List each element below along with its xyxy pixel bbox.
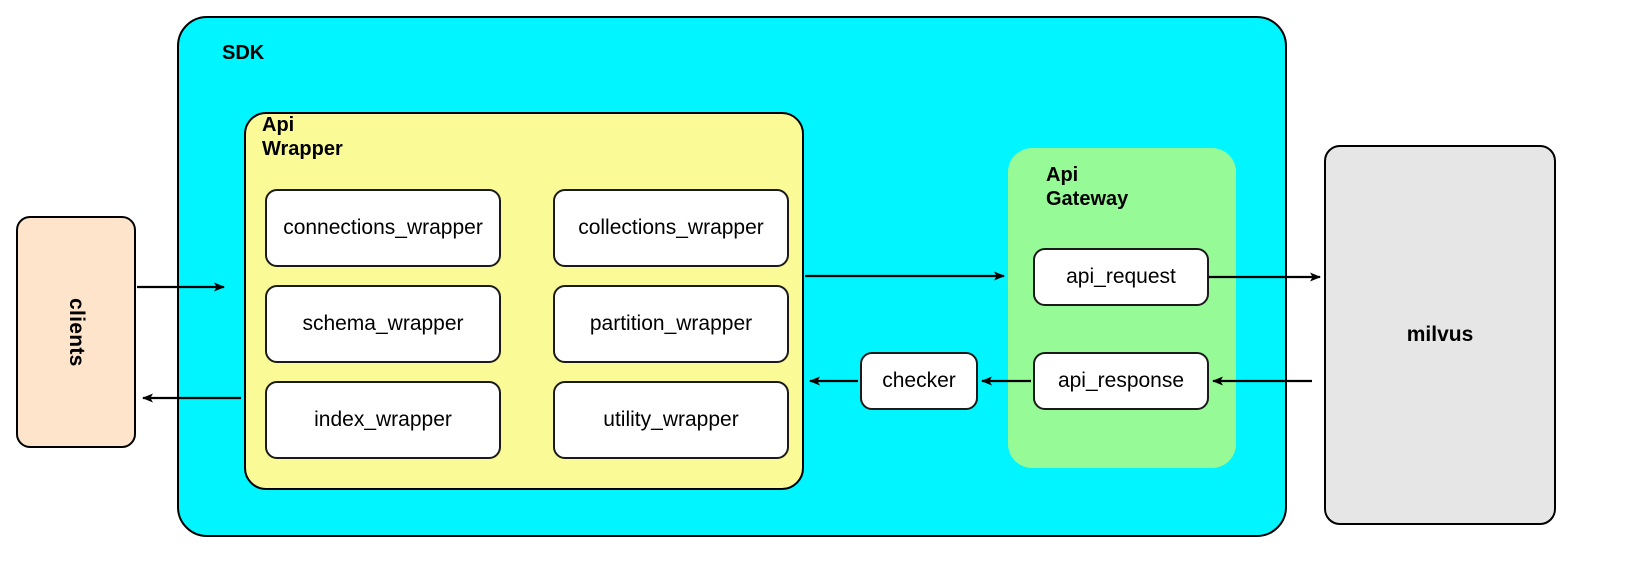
api-gateway-container xyxy=(1008,148,1236,468)
chip-partition-wrapper[interactable]: partition_wrapper xyxy=(553,285,789,363)
chip-schema-wrapper[interactable]: schema_wrapper xyxy=(265,285,501,363)
node-checker[interactable]: checker xyxy=(860,352,978,410)
node-api-response[interactable]: api_response xyxy=(1033,352,1209,410)
api-gateway-container-label: Api Gateway xyxy=(1046,164,1129,210)
chip-index-wrapper[interactable]: index_wrapper xyxy=(265,381,501,459)
node-clients[interactable]: clients xyxy=(16,216,136,448)
chip-utility-wrapper[interactable]: utility_wrapper xyxy=(553,381,789,459)
sdk-container-label: SDK xyxy=(222,42,265,64)
api-wrapper-container-label: Api Wrapper xyxy=(262,114,343,160)
node-milvus[interactable]: milvus xyxy=(1324,145,1556,525)
node-api-request[interactable]: api_request xyxy=(1033,248,1209,306)
chip-connections-wrapper[interactable]: connections_wrapper xyxy=(265,189,501,267)
chip-collections-wrapper[interactable]: collections_wrapper xyxy=(553,189,789,267)
node-clients-label: clients xyxy=(65,297,88,367)
